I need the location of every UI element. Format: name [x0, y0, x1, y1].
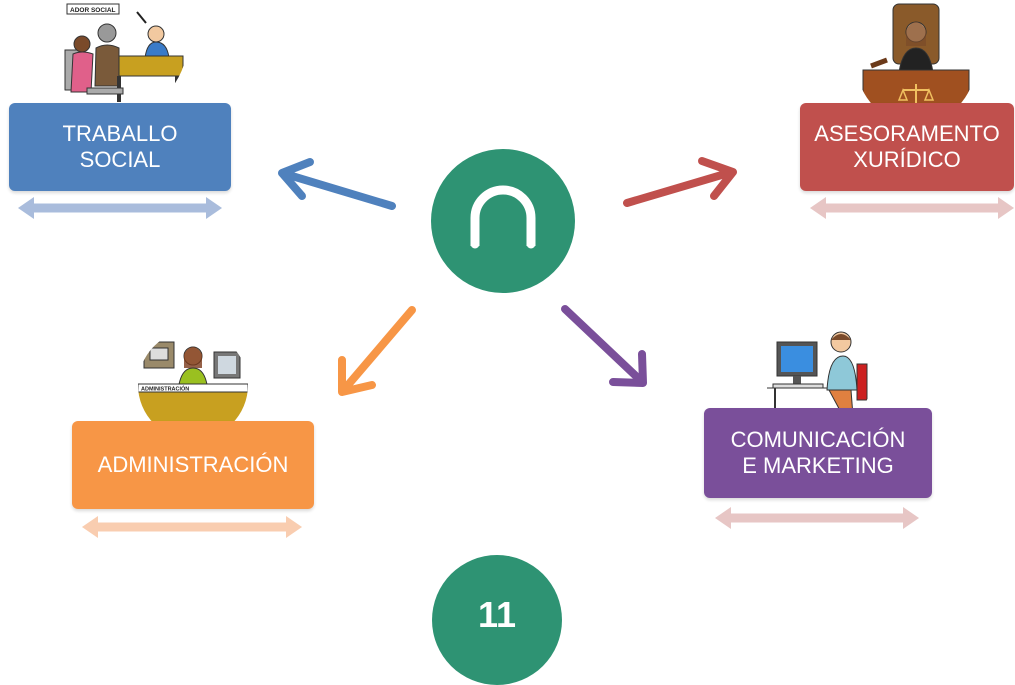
arrow-to-administration	[338, 306, 416, 396]
office-sign-text: ADOR SOCIAL	[70, 7, 116, 14]
arch-logo-icon	[470, 185, 536, 249]
page-number-badge: 11	[432, 555, 562, 685]
node-communication: COMUNICACIÓN E MARKETING	[704, 408, 932, 498]
node-legal-advice-line1: ASESORAMENTO	[814, 121, 1000, 146]
arrow-to-communication	[561, 305, 647, 387]
arrow-to-legal-advice	[623, 157, 737, 207]
double-arrow-bar-communication	[715, 507, 919, 529]
center-hub	[431, 149, 575, 293]
node-administration: ADMINISTRACIÓN	[72, 421, 314, 509]
node-communication-line2: E MARKETING	[742, 453, 894, 478]
double-arrow-bar-legal	[810, 197, 1014, 219]
double-arrow-bar-admin	[82, 516, 302, 538]
arrow-to-social-work	[278, 158, 396, 210]
desk-sign-text: ADMINISTRACIÓN	[141, 385, 189, 393]
node-administration-label: ADMINISTRACIÓN	[97, 452, 289, 477]
node-social-work-line1: TRABALLO	[62, 121, 178, 146]
page-number: 11	[477, 594, 517, 635]
double-arrow-bar-social	[18, 197, 222, 219]
social-worker-illustration: ADOR SOCIAL	[47, 0, 187, 114]
node-communication-line1: COMUNICACIÓN	[730, 427, 906, 452]
node-legal-advice: ASESORAMENTO XURÍDICO	[800, 103, 1014, 191]
node-legal-advice-line2: XURÍDICO	[853, 147, 961, 172]
node-social-work: TRABALLO SOCIAL	[9, 103, 231, 191]
node-social-work-line2: SOCIAL	[79, 147, 161, 172]
